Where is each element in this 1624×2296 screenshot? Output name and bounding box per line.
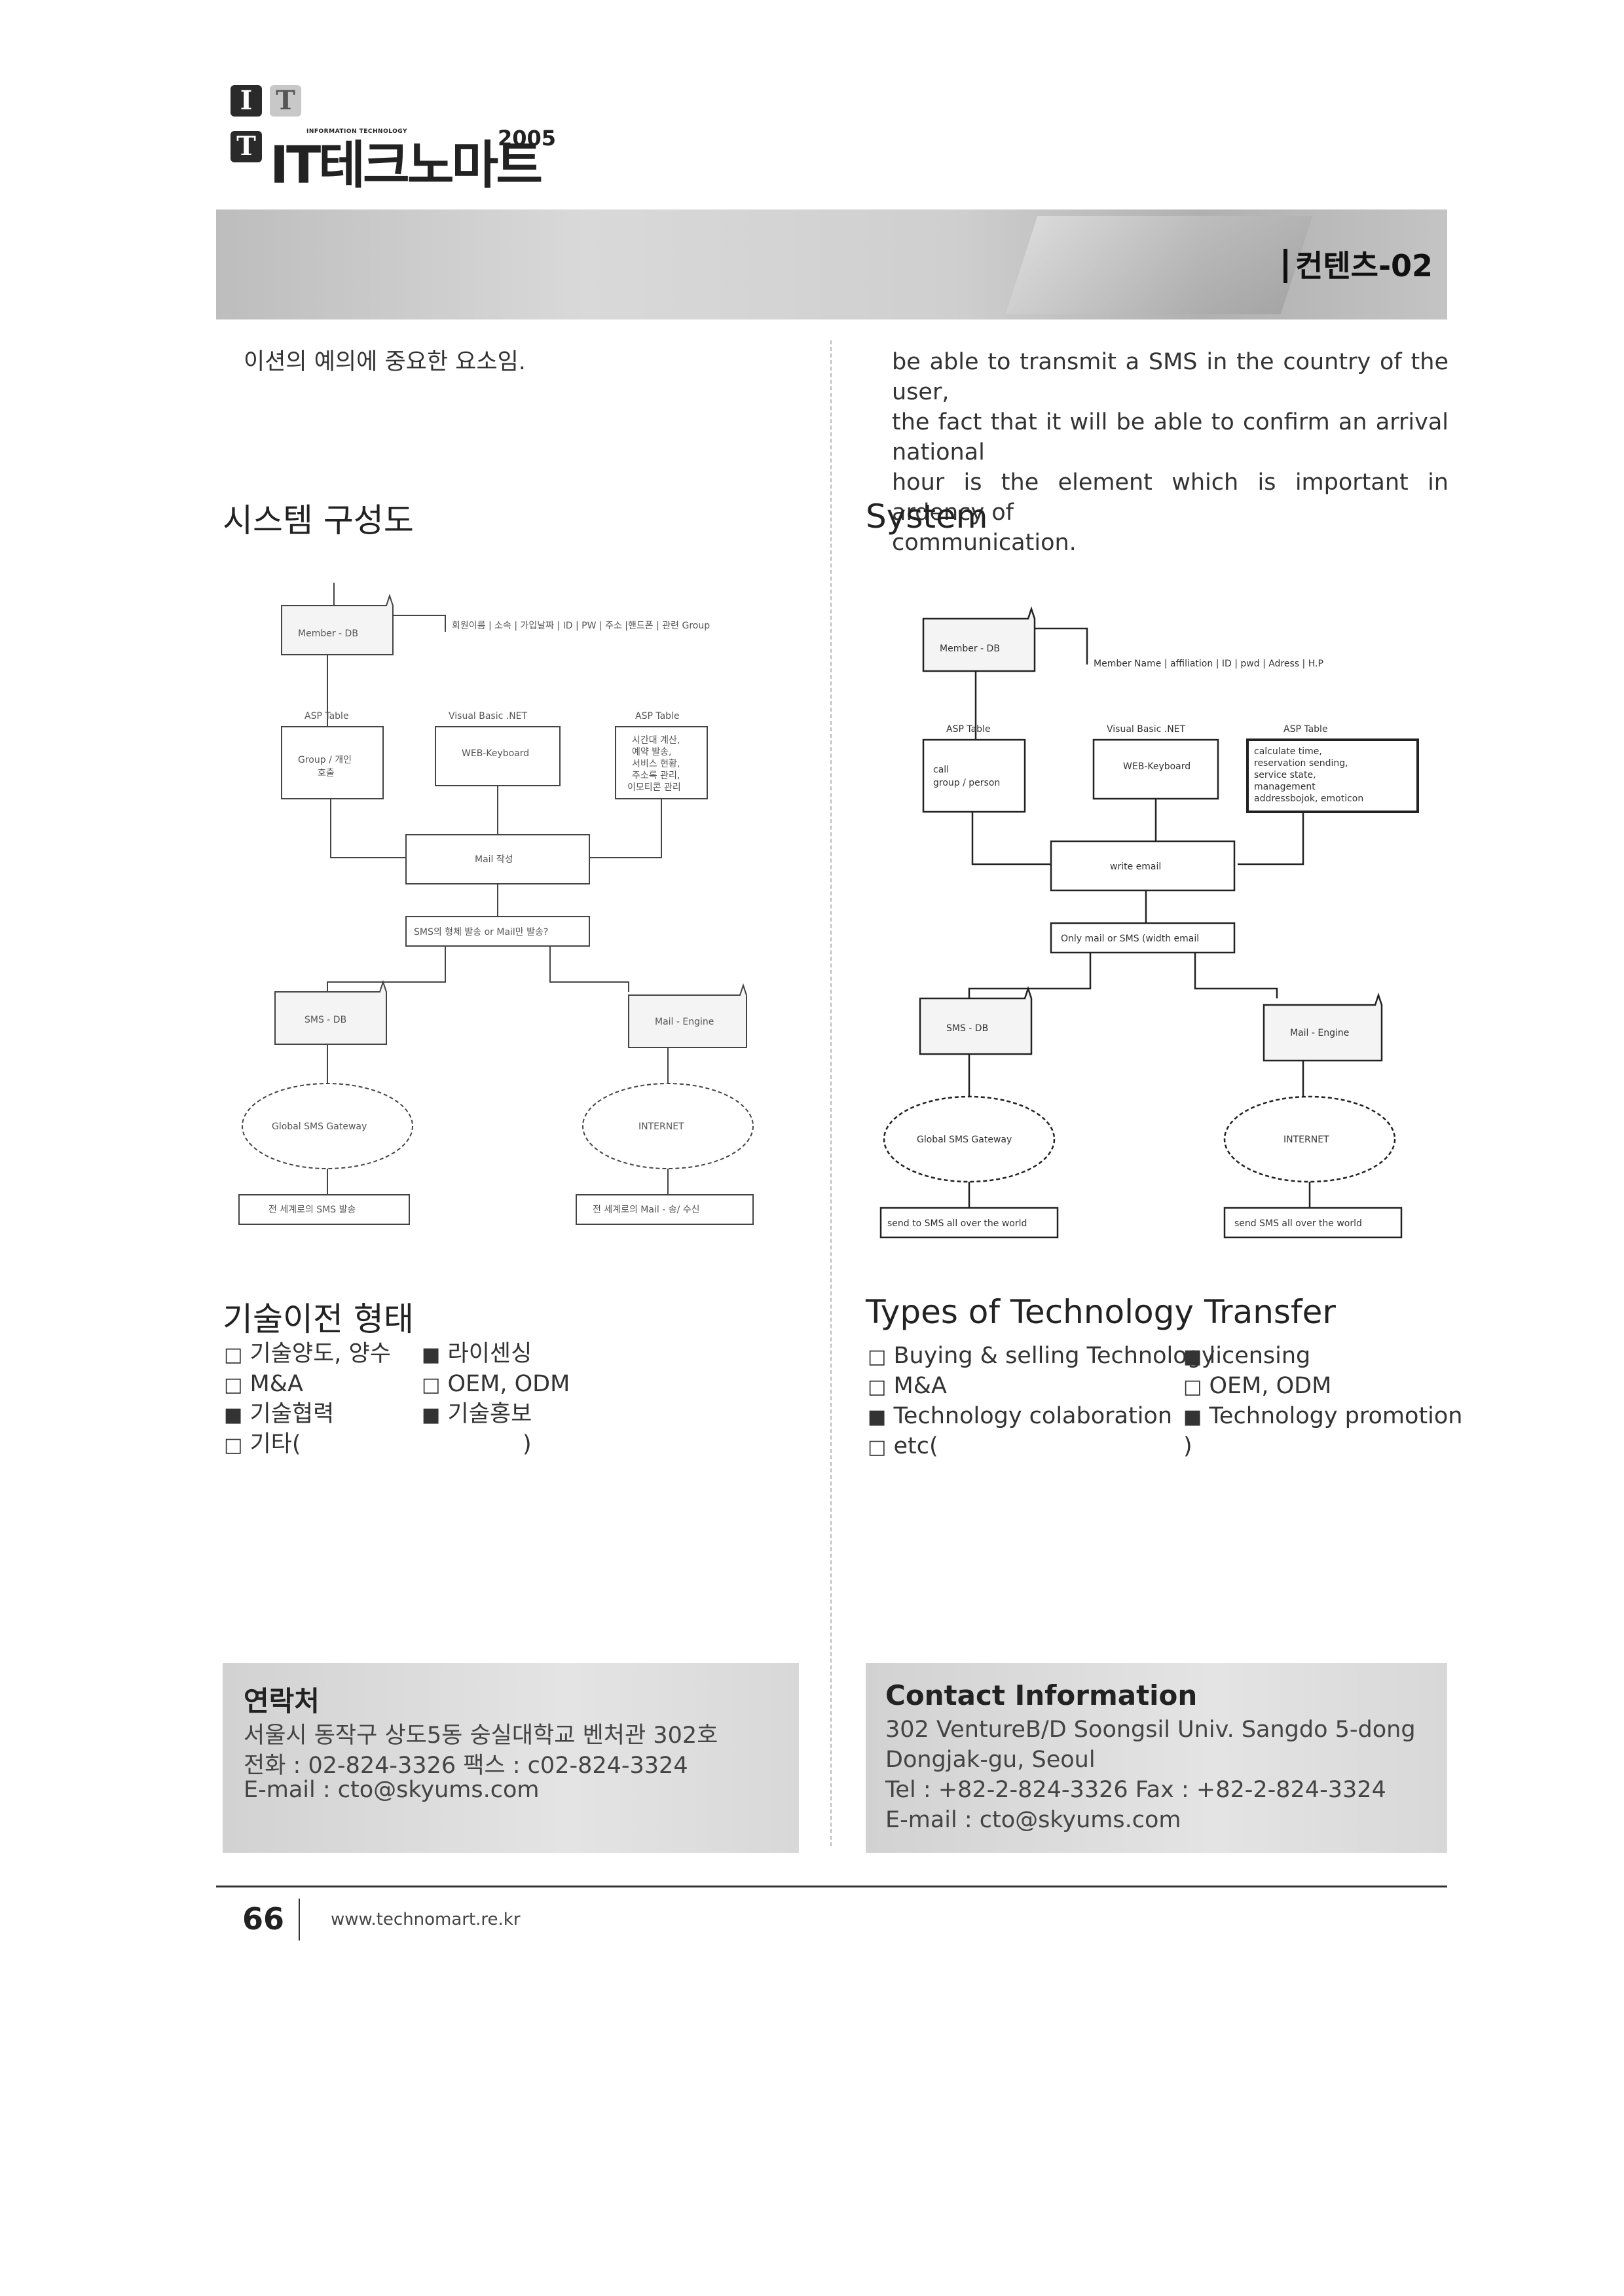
diagram-out-sms: 전 세계로의 SMS 발송 — [268, 1205, 356, 1215]
page-number: 66 — [242, 1901, 284, 1937]
right-contact-address: 302 VentureB/D Soongsil Univ. Sangdo 5-d… — [885, 1717, 1416, 1743]
diagram-member-fields: Member Name | affiliation | ID | pwd | A… — [1094, 659, 1323, 669]
diagram-service-1: 시간대 계산, — [632, 735, 680, 746]
list-item: □ M&A — [868, 1371, 947, 1402]
diagram-gateway: Global SMS Gateway — [272, 1121, 367, 1132]
diagram-member-db: Member - DB — [940, 644, 1000, 654]
column-divider — [830, 340, 832, 1846]
right-contact-email[interactable]: E-mail : cto@skyums.com — [885, 1807, 1181, 1833]
list-item: □ M&A — [224, 1369, 303, 1400]
list-item: □ OEM, ODM — [422, 1369, 570, 1400]
diagram-service-3: service state, — [1254, 770, 1316, 780]
logo-year: 2005 — [498, 126, 556, 151]
list-item: ■ 기술협력 — [224, 1399, 334, 1430]
diagram-service-5: 이모티콘 관리 — [627, 782, 681, 793]
right-system-diagram: Member - DB Member Name | affiliation | … — [871, 589, 1460, 1250]
diagram-gateway: Global SMS Gateway — [917, 1135, 1012, 1145]
diagram-visual-basic: Visual Basic .NET — [449, 711, 528, 721]
diagram-group-line1: Group / 개인 — [298, 755, 352, 765]
left-contact-address: 서울시 동작구 상도5동 숭실대학교 벤처관 302호 — [244, 1717, 718, 1750]
diagram-group-line2: 호출 — [318, 768, 335, 778]
diagram-service-5: addressbojok, emoticon — [1254, 793, 1363, 804]
left-system-diagram: Member - DB 회원이름 | 소속 | 가입날짜 | ID | PW |… — [223, 576, 812, 1237]
banner-decoration — [1006, 216, 1313, 314]
diagram-visual-basic: Visual Basic .NET — [1107, 724, 1186, 735]
diagram-sms-db: SMS - DB — [304, 1015, 346, 1025]
left-system-heading: 시스템 구성도 — [223, 494, 414, 541]
diagram-web-keyboard: WEB-Keyboard — [462, 748, 529, 759]
list-item: □ Buying & selling Technology — [868, 1341, 1215, 1372]
diagram-mail-engine: Mail - Engine — [655, 1017, 714, 1027]
diagram-choice: Only mail or SMS (width email — [1061, 934, 1199, 944]
diagram-sms-db: SMS - DB — [946, 1023, 988, 1034]
diagram-asp-table-2: ASP Table — [1283, 724, 1328, 735]
left-intro: 이션의 예의에 중요한 요소임. — [244, 347, 526, 377]
diagram-out-sms: send to SMS all over the world — [887, 1218, 1027, 1229]
list-item: □ etc( — [868, 1431, 938, 1463]
left-transfer-heading: 기술이전 형태 — [223, 1293, 414, 1340]
diagram-mail-write: write email — [1110, 862, 1161, 872]
diagram-service-2: 예약 발송, — [632, 747, 671, 757]
right-contact-city: Dongjak-gu, Seoul — [885, 1747, 1096, 1773]
left-contact-email[interactable]: E-mail : cto@skyums.com — [244, 1777, 540, 1803]
list-item: ■ Technology promotion — [1183, 1401, 1462, 1432]
diagram-mail-write: Mail 작성 — [475, 854, 513, 865]
list-item: ■ Technology colaboration — [868, 1401, 1172, 1432]
list-item: □ 기술양도, 양수 — [224, 1339, 391, 1370]
diagram-asp-table-2: ASP Table — [635, 711, 680, 721]
list-item: □ 기타( — [224, 1429, 301, 1461]
diagram-group-line2: group / person — [933, 778, 1000, 788]
left-contact-title: 연락처 — [244, 1679, 320, 1719]
diagram-service-4: 주소록 관리, — [632, 771, 680, 781]
right-contact-phone: Tel : +82-2-824-3326 Fax : +82-2-824-332… — [885, 1777, 1386, 1803]
diagram-member-db: Member - DB — [298, 629, 358, 639]
diagram-group-line1: call — [933, 765, 949, 775]
diagram-service-2: reservation sending, — [1254, 758, 1348, 769]
list-item: ) — [523, 1429, 532, 1459]
footer-rule — [216, 1886, 1447, 1887]
diagram-web-keyboard: WEB-Keyboard — [1123, 761, 1190, 772]
right-system-heading: System — [866, 498, 987, 536]
diagram-internet: INTERNET — [1283, 1135, 1329, 1145]
diagram-choice: SMS의 형체 발송 or Mail만 발송? — [414, 927, 548, 938]
footer-separator — [299, 1899, 300, 1941]
diagram-service-4: management — [1254, 782, 1316, 792]
logo-i-box: I — [231, 85, 262, 117]
diagram-service-3: 서비스 현황, — [632, 759, 680, 769]
diagram-asp-table-1: ASP Table — [946, 724, 991, 735]
list-item: ■ 라이센싱 — [422, 1339, 532, 1370]
diagram-service-1: calculate time, — [1254, 746, 1322, 757]
list-item: ■ licensing — [1183, 1341, 1310, 1372]
footer-url[interactable]: www.technomart.re.kr — [331, 1910, 521, 1929]
section-label: 컨텐츠-02 — [1283, 249, 1433, 283]
diagram-out-mail: send SMS all over the world — [1234, 1218, 1362, 1229]
diagram-asp-table-1: ASP Table — [304, 711, 349, 721]
logo-t-box: T — [270, 85, 301, 117]
right-contact-title: Contact Information — [885, 1679, 1197, 1711]
diagram-internet: INTERNET — [638, 1121, 684, 1132]
list-item: □ OEM, ODM — [1183, 1371, 1331, 1402]
logo-t2-box: T — [231, 131, 262, 162]
diagram-member-fields: 회원이름 | 소속 | 가입날짜 | ID | PW | 주소 |핸드폰 | 관… — [452, 621, 710, 631]
diagram-out-mail: 전 세계로의 Mail - 송/ 수신 — [593, 1205, 700, 1215]
list-item: ■ 기술홍보 — [422, 1399, 532, 1430]
list-item: ) — [1183, 1431, 1192, 1461]
right-transfer-heading: Types of Technology Transfer — [866, 1293, 1336, 1331]
diagram-mail-engine: Mail - Engine — [1290, 1028, 1349, 1038]
left-contact-phone: 전화 : 02-824-3326 팩스 : c02-824-3324 — [244, 1747, 688, 1780]
